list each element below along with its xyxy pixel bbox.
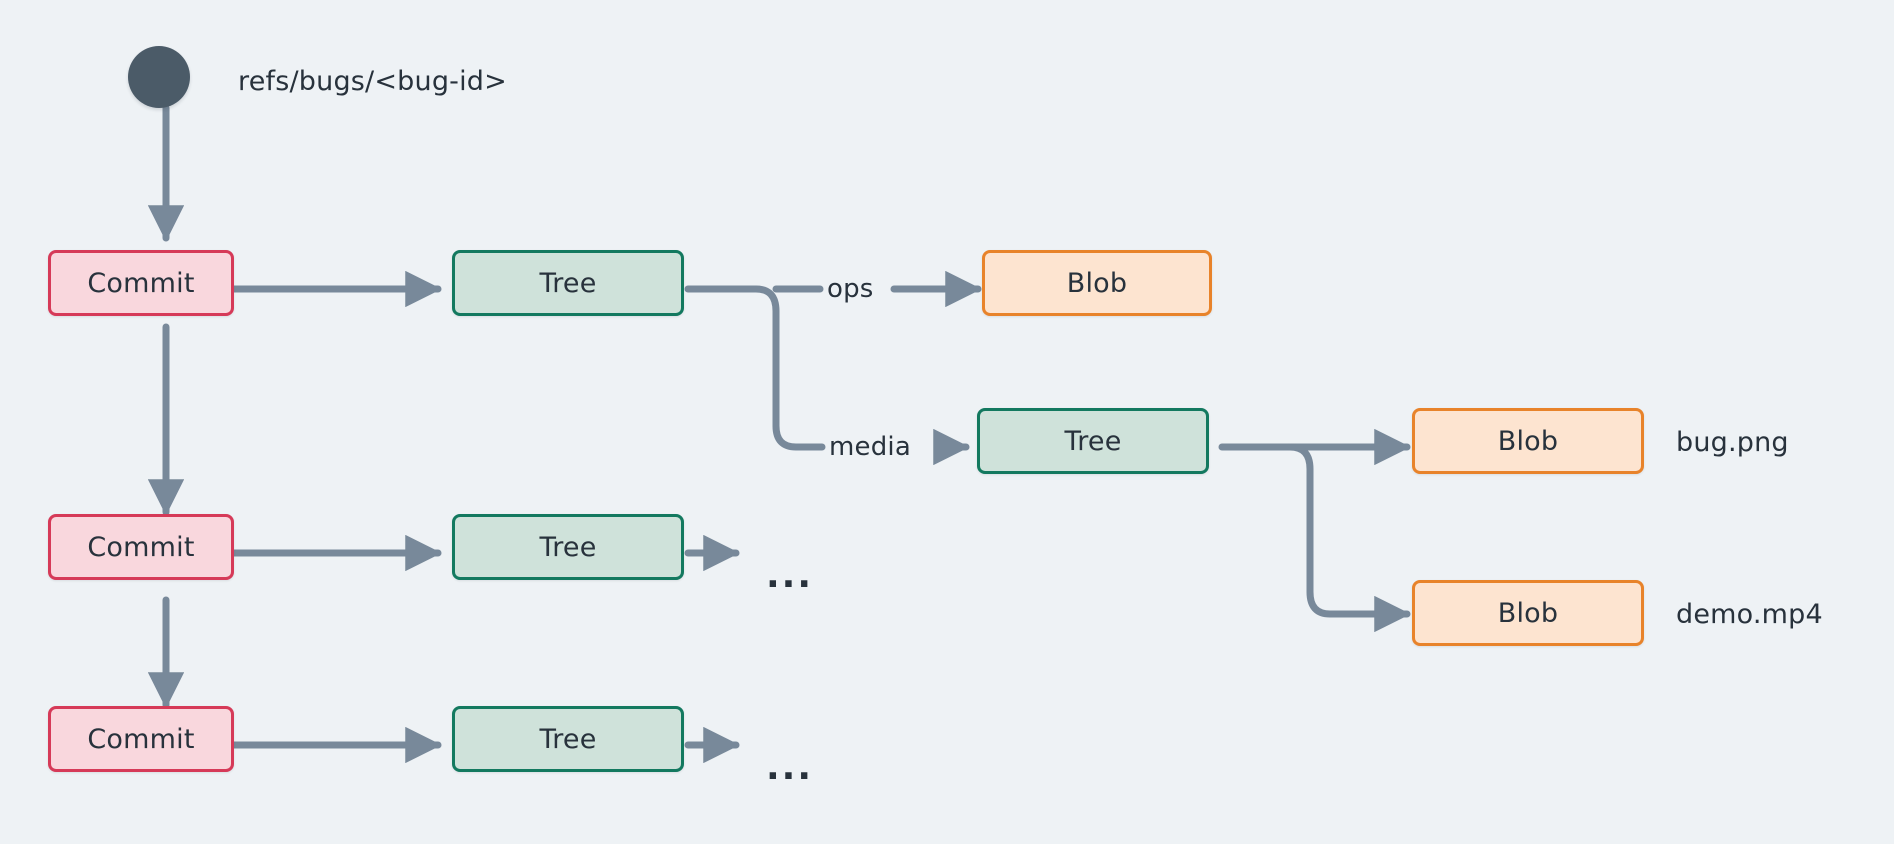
node-tree-1[interactable]: Tree: [452, 250, 684, 316]
node-blob-ops[interactable]: Blob: [982, 250, 1212, 316]
ref-name-label: refs/bugs/<bug-id>: [238, 66, 507, 97]
node-commit-2-label: Commit: [87, 531, 195, 563]
node-tree-1-label: Tree: [539, 267, 597, 299]
node-tree-3[interactable]: Tree: [452, 706, 684, 772]
node-tree-2[interactable]: Tree: [452, 514, 684, 580]
node-commit-1[interactable]: Commit: [48, 250, 234, 316]
node-blob-demo-mp4[interactable]: Blob: [1412, 580, 1644, 646]
node-tree-media[interactable]: Tree: [977, 408, 1209, 474]
file-label-demo-mp4: demo.mp4: [1676, 599, 1823, 630]
ref-start-node[interactable]: [128, 46, 190, 108]
edge-label-ops: ops: [824, 274, 877, 304]
edge-label-media: media: [826, 432, 914, 462]
node-tree-media-label: Tree: [1064, 425, 1122, 457]
node-commit-3[interactable]: Commit: [48, 706, 234, 772]
node-tree-2-label: Tree: [539, 531, 597, 563]
node-tree-3-label: Tree: [539, 723, 597, 755]
ellipsis-tree-2: ...: [766, 555, 814, 596]
node-commit-2[interactable]: Commit: [48, 514, 234, 580]
node-blob-ops-label: Blob: [1066, 267, 1128, 299]
node-commit-1-label: Commit: [87, 267, 195, 299]
node-commit-3-label: Commit: [87, 723, 195, 755]
file-label-bug-png: bug.png: [1676, 427, 1789, 458]
node-blob-bug-png[interactable]: Blob: [1412, 408, 1644, 474]
ellipsis-tree-3: ...: [766, 747, 814, 788]
node-blob-demo-mp4-label: Blob: [1497, 597, 1559, 629]
node-blob-bug-png-label: Blob: [1497, 425, 1559, 457]
